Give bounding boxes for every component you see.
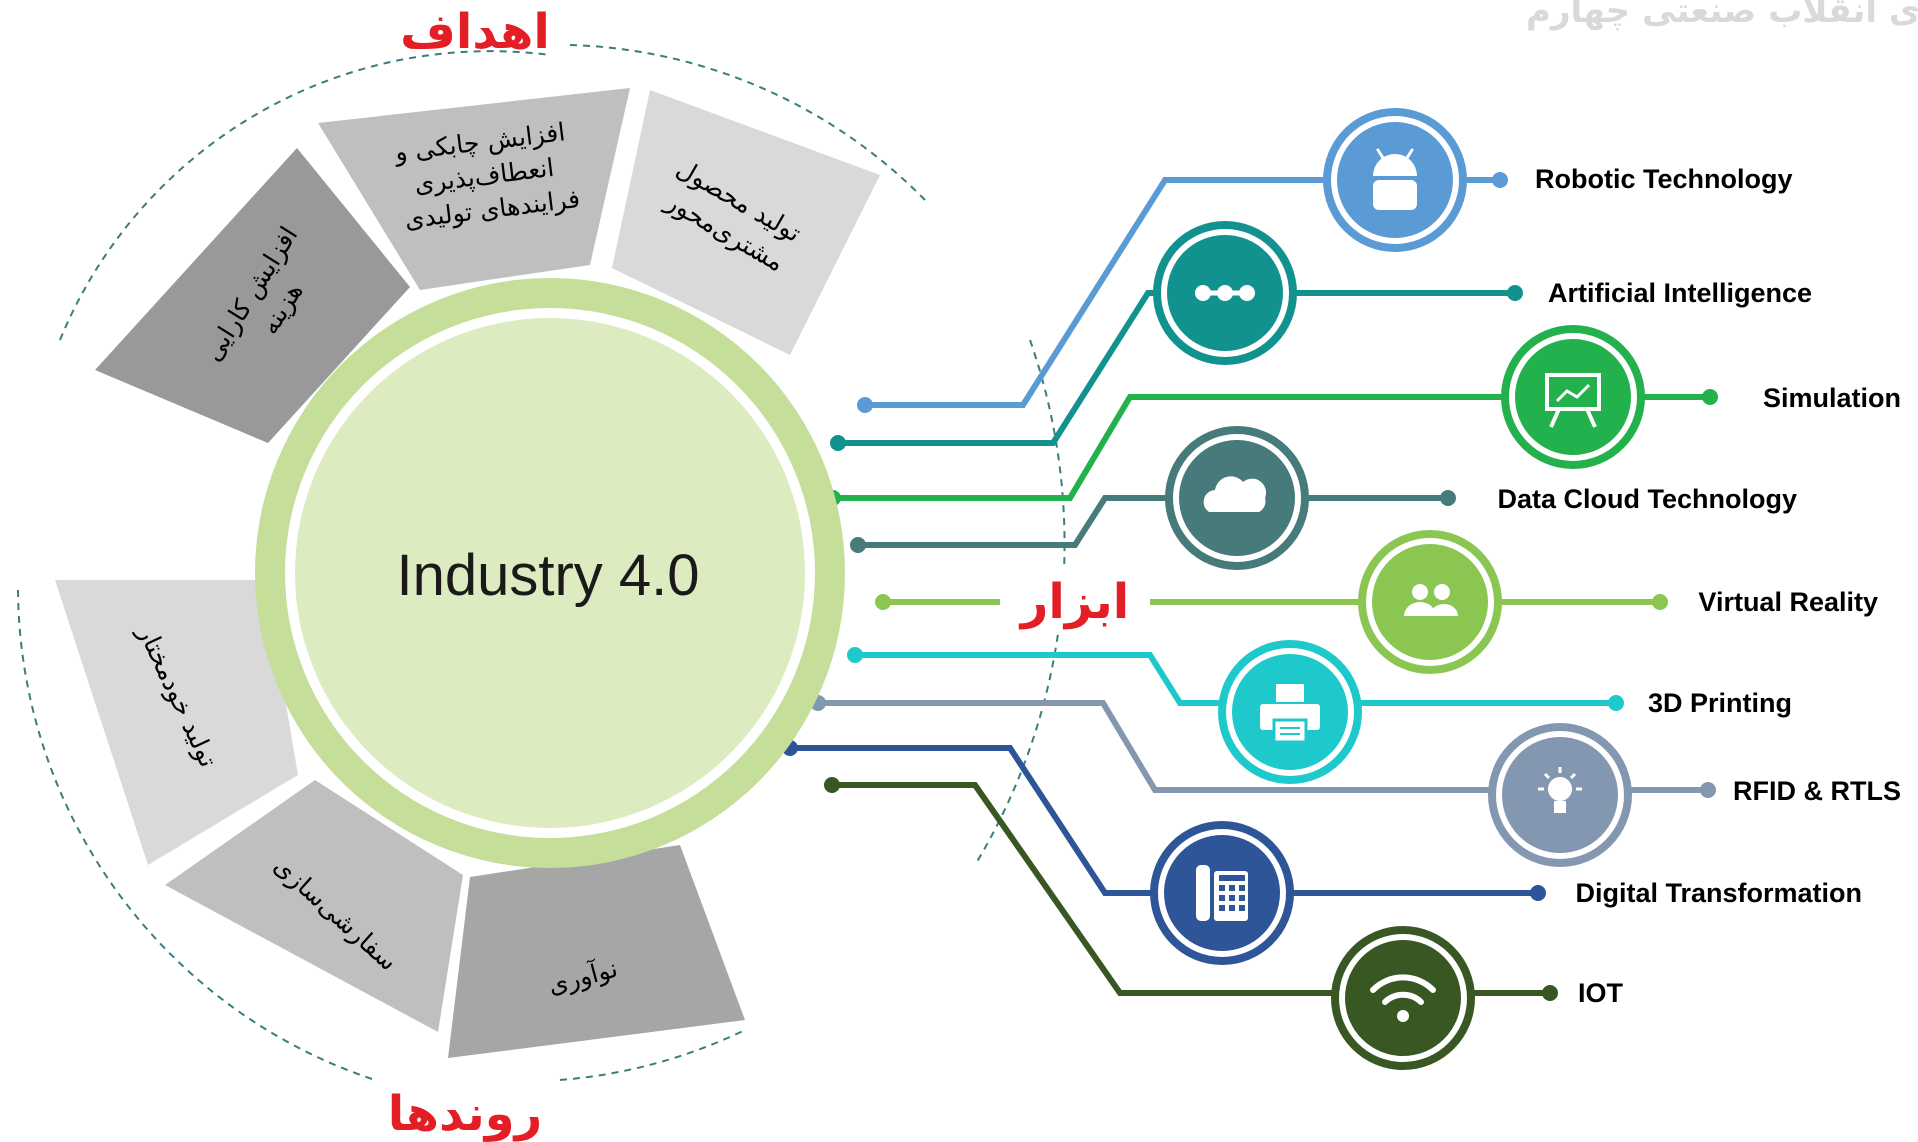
- tool-label: Virtual Reality: [1698, 587, 1878, 617]
- connector-start-dot: [824, 777, 840, 793]
- tool-label: RFID & RTLS: [1733, 776, 1901, 806]
- tool-node: [1218, 640, 1362, 784]
- tool-label: Artificial Intelligence: [1548, 278, 1812, 308]
- tools-title-backing: [1000, 570, 1150, 632]
- trends-dashed-arc: [17, 589, 376, 1081]
- trend-segment-customization: [165, 780, 463, 1032]
- tool-connector-line: [838, 290, 1515, 446]
- goals-dashed-arc: [59, 50, 551, 341]
- tool-connector-line: [858, 495, 1448, 548]
- wifi-icon: [1370, 974, 1436, 1022]
- connector-start-dot: [850, 537, 866, 553]
- tool-node: [1150, 821, 1294, 965]
- tool-node: [1358, 530, 1502, 674]
- tool-node: [1488, 723, 1632, 867]
- goals-title: اهداف: [400, 4, 550, 60]
- tools-title: ابزار: [1019, 574, 1129, 630]
- tool-node: [1153, 221, 1297, 365]
- tool-label: Robotic Technology: [1535, 164, 1793, 194]
- network-nodes-icon: [1195, 285, 1255, 301]
- connector-end-dot: [1542, 985, 1558, 1001]
- connector-end-dot: [1652, 594, 1668, 610]
- dashed-arcs: [17, 44, 1066, 1081]
- goals-dashed-arc-right: [569, 44, 926, 201]
- connector-start-dot: [847, 647, 863, 663]
- tool-label: 3D Printing: [1648, 688, 1792, 718]
- tool-label: Simulation: [1763, 383, 1901, 413]
- lightbulb-icon: [1538, 767, 1582, 813]
- connector-end-dot: [1608, 695, 1624, 711]
- tool-label: Data Cloud Technology: [1497, 484, 1797, 514]
- android-icon: [1373, 148, 1417, 210]
- trend-segment-innovation: [448, 845, 745, 1058]
- goal-segment-agility: [318, 88, 630, 290]
- goal-segment-cost: [95, 148, 410, 443]
- connector-start-dot: [875, 594, 891, 610]
- connector-end-dot: [1507, 285, 1523, 301]
- presentation-chart-icon: [1545, 373, 1601, 428]
- trends-segments: [55, 580, 745, 1058]
- goals-segments: [95, 88, 880, 443]
- tool-connector-line: [855, 652, 1616, 706]
- center-circle: [255, 278, 845, 868]
- users-icon: [1404, 584, 1458, 616]
- tool-node: [1323, 108, 1467, 252]
- connector-end-dot: [1700, 782, 1716, 798]
- tool-connector-line: [833, 394, 1710, 501]
- tool-connector-line: [818, 700, 1708, 793]
- connector-end-dot: [1440, 490, 1456, 506]
- connector-end-dot: [1492, 172, 1508, 188]
- tool-label: IOT: [1578, 978, 1624, 1008]
- connector-end-dot: [1702, 389, 1718, 405]
- connector-start-dot: [830, 435, 846, 451]
- printer-icon: [1260, 684, 1320, 744]
- phone-icon: [1196, 865, 1248, 921]
- tool-node: [1165, 426, 1309, 570]
- trend-segment-autonomous: [55, 580, 298, 865]
- goal-segment-customer: [612, 90, 880, 355]
- tool-connector-line: [790, 745, 1538, 896]
- tool-node: [1501, 325, 1645, 469]
- trends-dashed-arc-right: [559, 1029, 746, 1081]
- tool-label: Digital Transformation: [1575, 878, 1862, 908]
- top-right-caption: ی انقلاب صنعتی چهارم: [1526, 0, 1918, 31]
- connector-end-dot: [1530, 885, 1546, 901]
- cloud-icon: [1203, 476, 1267, 512]
- tool-node: [1331, 926, 1475, 1070]
- center-title: Industry 4.0: [396, 543, 699, 608]
- trends-title: روندها: [388, 1086, 543, 1142]
- connector-start-dot: [857, 397, 873, 413]
